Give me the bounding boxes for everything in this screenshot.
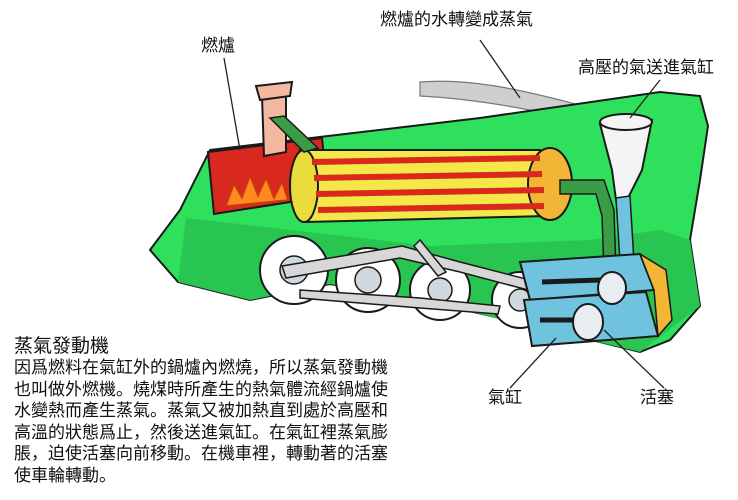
fire-tube (311, 155, 541, 165)
piston-head (572, 303, 604, 341)
explanation-title: 蒸氣發動機 (14, 335, 110, 357)
cylinders (518, 252, 673, 348)
steam-to-cylinder-label: 高壓的氣送進氣缸 (578, 58, 714, 78)
fire-flames (224, 173, 290, 207)
fire-tube (317, 203, 545, 213)
leader-lines (223, 39, 665, 389)
explanation-text-block: 蒸氣發動機 因爲燃料在氣缸外的鍋爐內燃燒，所以蒸氣發動機也叫做外燃機。燒煤時所產… (14, 334, 399, 487)
steam-pipe-blue (615, 195, 635, 263)
fire-tube (315, 187, 545, 197)
fire-tube (313, 171, 543, 181)
water-to-steam-label: 燃爐的水轉變成蒸氣 (380, 10, 533, 30)
furnace-label: 燃爐 (201, 36, 235, 56)
wheel-hub (354, 266, 382, 294)
piston-label: 活塞 (640, 388, 674, 408)
chimney-cap (254, 80, 294, 102)
explanation-body: 因爲燃料在氣缸外的鍋爐內燃燒，所以蒸氣發動機也叫做外燃機。燒煤時所產生的熱氣體流… (14, 358, 388, 486)
steam-pipe-top (268, 115, 320, 153)
boiler (289, 147, 573, 224)
cylinder-label: 氣缸 (488, 388, 522, 408)
piston-head (597, 271, 627, 305)
wheel-hub (427, 277, 453, 303)
